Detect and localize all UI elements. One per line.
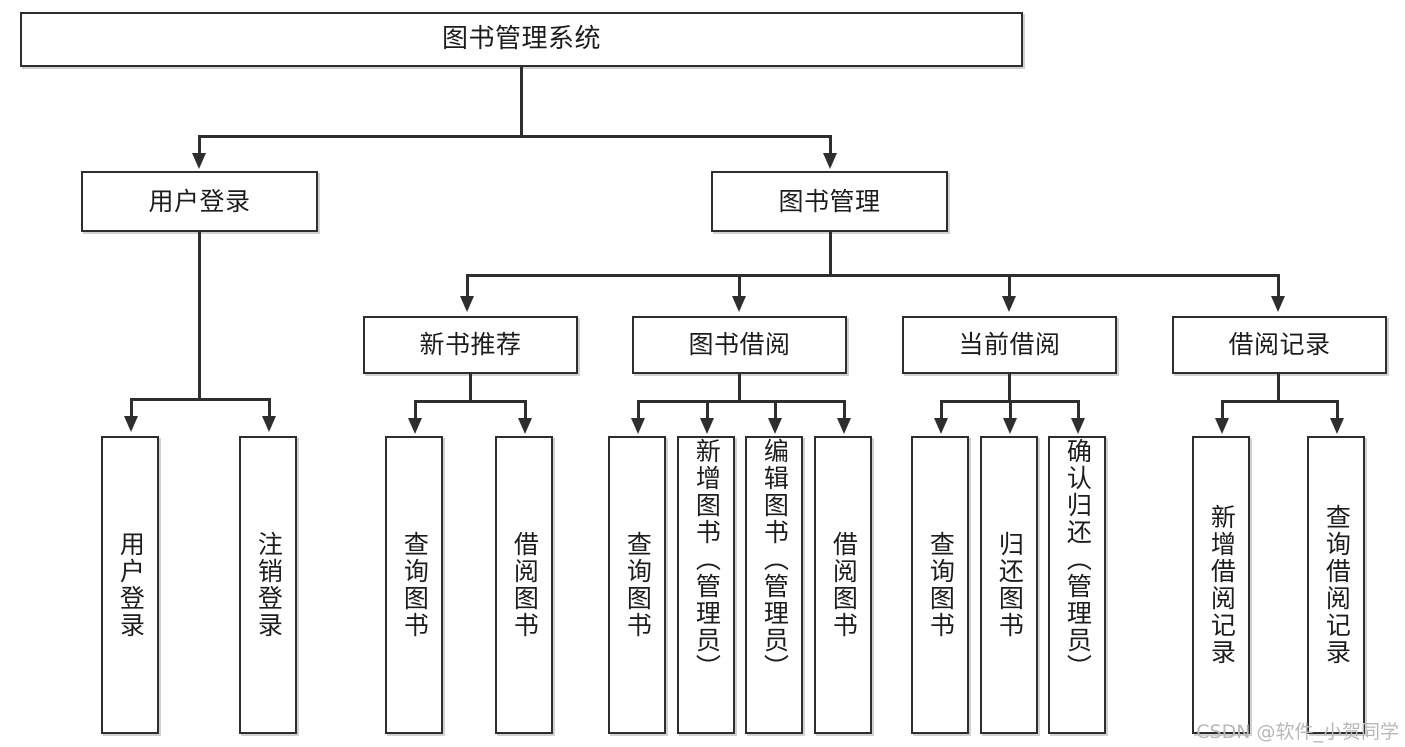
arrowhead-bookborrow-to-leaf3 <box>768 418 782 434</box>
connector-bookmgmt-to-record <box>1277 274 1280 298</box>
node-label: 编辑图书（管理员） <box>760 438 790 681</box>
leaf-borrow-borrow-book[interactable]: 借阅图书 <box>814 436 872 734</box>
arrowhead-bookmgmt-to-newbook <box>460 296 474 312</box>
node-label: 新增借阅记录 <box>1207 504 1237 666</box>
connector-currentborrow-stem <box>1008 374 1011 400</box>
connector-root-stem <box>520 67 523 135</box>
arrowhead-userlogin-to-leaf1 <box>124 416 138 432</box>
connector-newbook-to-leaf1 <box>414 400 417 420</box>
connector-currentborrow-to-leaf2 <box>1009 400 1012 420</box>
node-label: 图书借阅 <box>688 330 791 360</box>
connector-bookborrow-to-leaf3 <box>774 400 777 420</box>
arrowhead-newbook-to-leaf1 <box>408 418 422 434</box>
connector-userlogin-to-leaf2 <box>268 398 271 418</box>
connector-bookborrow-to-leaf1 <box>637 400 640 420</box>
connector-bookborrow-bus <box>637 400 846 403</box>
leaf-user-login[interactable]: 用户登录 <box>101 436 159 734</box>
arrowhead-currentborrow-to-leaf3 <box>1071 418 1085 434</box>
leaf-record-query-record[interactable]: 查询借阅记录 <box>1307 436 1365 734</box>
node-label: 新增图书（管理员） <box>692 438 722 681</box>
connector-borrowrecord-to-leaf1 <box>1221 400 1224 420</box>
leaf-newbook-query-book[interactable]: 查询图书 <box>385 436 443 734</box>
arrowhead-newbook-to-leaf2 <box>518 418 532 434</box>
arrowhead-bookborrow-to-leaf1 <box>631 418 645 434</box>
node-label: 图书管理 <box>778 186 881 216</box>
connector-bookmgmt-to-borrow <box>738 274 741 298</box>
leaf-current-confirm-return-admin[interactable]: 确认归还（管理员） <box>1048 436 1106 734</box>
arrowhead-bookborrow-to-leaf2 <box>700 418 714 434</box>
node-label: 查询借阅记录 <box>1322 504 1352 666</box>
connector-bookborrow-to-leaf4 <box>843 400 846 420</box>
arrowhead-borrowrecord-to-leaf2 <box>1330 418 1344 434</box>
leaf-record-add-record[interactable]: 新增借阅记录 <box>1192 436 1250 734</box>
leaf-borrow-query-book[interactable]: 查询图书 <box>608 436 666 734</box>
leaf-current-query-book[interactable]: 查询图书 <box>911 436 969 734</box>
node-root-system[interactable]: 图书管理系统 <box>20 12 1023 67</box>
arrowhead-borrowrecord-to-leaf1 <box>1215 418 1229 434</box>
arrowhead-bookmgmt-to-record <box>1271 296 1285 312</box>
node-label: 借阅图书 <box>510 531 540 639</box>
arrowhead-bookmgmt-to-borrow <box>732 296 746 312</box>
leaf-borrow-add-book-admin[interactable]: 新增图书（管理员） <box>677 436 735 734</box>
connector-bookmgmt-bus <box>466 274 1279 277</box>
arrowhead-root-to-bookmgmt <box>823 153 837 169</box>
connector-bookmgmt-stem <box>829 232 832 274</box>
connector-bookmgmt-to-newbook <box>466 274 469 298</box>
node-label: 查询图书 <box>400 531 430 639</box>
connector-bookborrow-stem <box>738 374 741 400</box>
connector-borrowrecord-to-leaf2 <box>1336 400 1339 420</box>
connector-userlogin-to-leaf1 <box>130 398 133 418</box>
node-borrow-record[interactable]: 借阅记录 <box>1172 316 1387 374</box>
connector-root-to-bookmgmt <box>829 135 832 155</box>
arrowhead-userlogin-to-leaf2 <box>262 416 276 432</box>
arrowhead-root-to-userlogin <box>192 153 206 169</box>
node-user-login[interactable]: 用户登录 <box>81 171 318 232</box>
arrowhead-currentborrow-to-leaf1 <box>934 418 948 434</box>
node-label: 归还图书 <box>995 531 1025 639</box>
node-label: 借阅图书 <box>829 531 859 639</box>
connector-currentborrow-to-leaf3 <box>1077 400 1080 420</box>
node-book-borrow[interactable]: 图书借阅 <box>632 316 847 374</box>
connector-newbook-bus <box>414 400 526 403</box>
node-label: 当前借阅 <box>958 330 1061 360</box>
leaf-current-return-book[interactable]: 归还图书 <box>980 436 1038 734</box>
arrowhead-bookmgmt-to-current <box>1002 296 1016 312</box>
leaf-borrow-edit-book-admin[interactable]: 编辑图书（管理员） <box>745 436 803 734</box>
connector-borrowrecord-bus <box>1221 400 1338 403</box>
node-label: 注销登录 <box>254 531 284 639</box>
connector-borrowrecord-stem <box>1277 374 1280 400</box>
node-new-book-recommend[interactable]: 新书推荐 <box>363 316 578 374</box>
node-label: 新书推荐 <box>419 330 522 360</box>
connector-userlogin-bus <box>130 398 268 401</box>
connector-currentborrow-to-leaf1 <box>940 400 943 420</box>
leaf-newbook-borrow-book[interactable]: 借阅图书 <box>495 436 553 734</box>
node-current-borrow[interactable]: 当前借阅 <box>902 316 1117 374</box>
arrowhead-bookborrow-to-leaf4 <box>837 418 851 434</box>
node-label: 查询图书 <box>623 531 653 639</box>
leaf-logout[interactable]: 注销登录 <box>239 436 297 734</box>
connector-root-bus <box>198 135 831 138</box>
connector-root-to-userlogin <box>198 135 201 155</box>
node-label: 借阅记录 <box>1228 330 1331 360</box>
connector-newbook-stem <box>469 374 472 400</box>
node-label: 确认归还（管理员） <box>1063 438 1093 681</box>
arrowhead-currentborrow-to-leaf2 <box>1003 418 1017 434</box>
node-label: 查询图书 <box>926 531 956 639</box>
connector-bookborrow-to-leaf2 <box>706 400 709 420</box>
node-label: 图书管理系统 <box>441 24 601 55</box>
connector-bookmgmt-to-current <box>1008 274 1011 298</box>
node-label: 用户登录 <box>148 186 251 216</box>
connector-newbook-to-leaf2 <box>524 400 527 420</box>
node-label: 用户登录 <box>116 531 146 639</box>
node-book-management[interactable]: 图书管理 <box>711 171 948 232</box>
connector-userlogin-stem <box>198 232 201 398</box>
